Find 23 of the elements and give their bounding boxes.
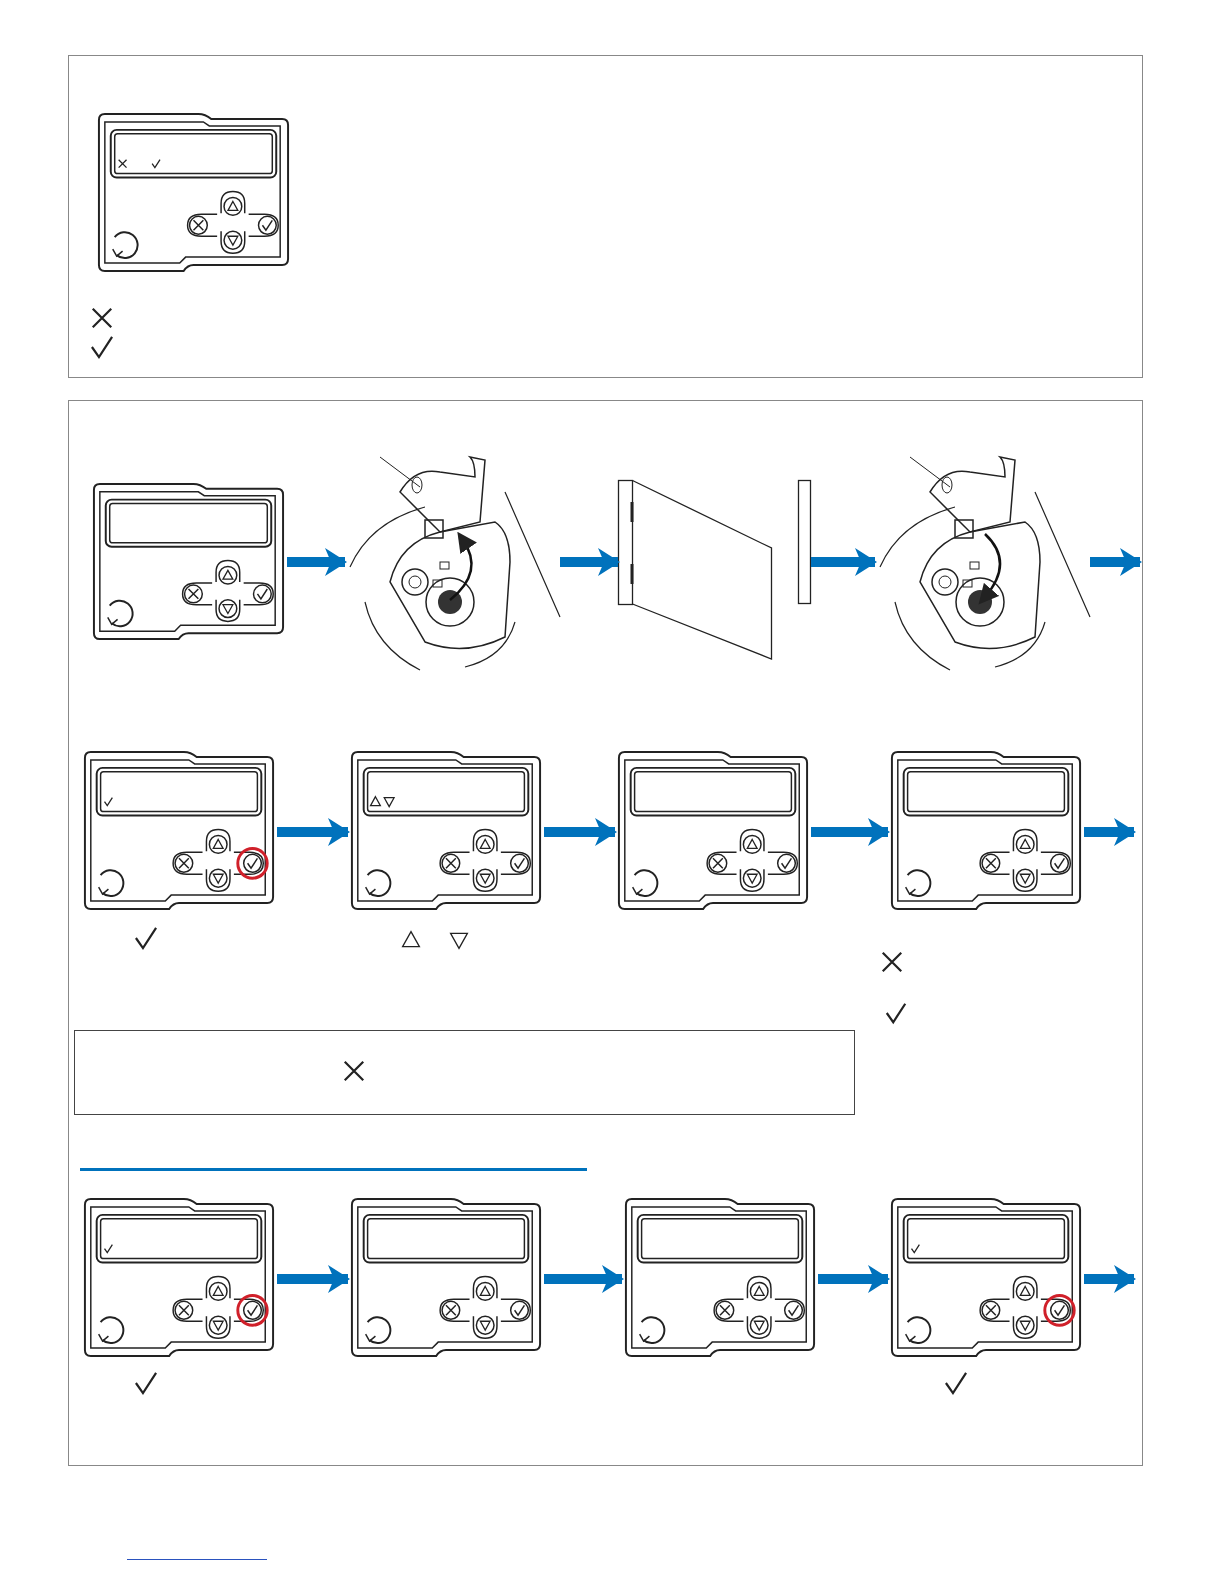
arrow xyxy=(544,1265,624,1293)
control-panel-drawing xyxy=(348,748,544,913)
control-panel-drawing xyxy=(90,480,287,643)
control-panel-drawing xyxy=(348,1195,544,1360)
arrow xyxy=(544,818,617,846)
arrow xyxy=(560,548,620,576)
arrow xyxy=(1084,818,1136,846)
card-drawing xyxy=(618,480,772,660)
control-panel-drawing xyxy=(888,748,1084,913)
arrow xyxy=(1084,1265,1136,1293)
arrow xyxy=(811,818,890,846)
arrow xyxy=(811,548,877,576)
control-panel-drawing xyxy=(622,1195,818,1360)
control-panel-drawing xyxy=(81,748,277,913)
arrow xyxy=(277,818,350,846)
arrow xyxy=(818,1265,890,1293)
control-panel-drawing xyxy=(888,1195,1084,1360)
control-panel-drawing xyxy=(81,1195,277,1360)
control-panel-drawing xyxy=(615,748,811,913)
arrow xyxy=(277,1265,350,1293)
card-edge-drawing xyxy=(798,480,811,604)
arrow xyxy=(287,548,347,576)
arrow xyxy=(1090,548,1142,576)
